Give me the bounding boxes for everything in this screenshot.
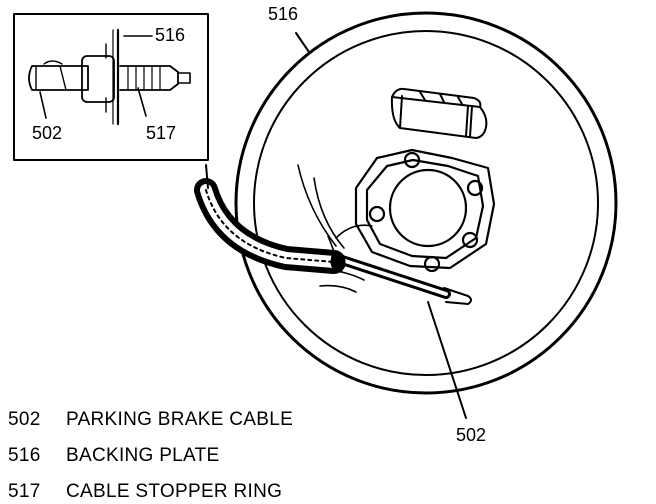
- hub-flange: [354, 148, 496, 273]
- callout-labels: 516 502 517 516 502: [32, 4, 486, 445]
- legend-part-number: 516: [8, 445, 41, 466]
- legend-row: 502 PARKING BRAKE CABLE: [8, 402, 448, 438]
- main-label-502: 502: [456, 425, 486, 445]
- legend-part-name: BACKING PLATE: [66, 445, 220, 466]
- legend-row: 516 BACKING PLATE: [8, 438, 448, 474]
- inset-detail-box: [13, 13, 209, 161]
- legend-part-number: 502: [8, 409, 41, 430]
- parts-legend: 502 PARKING BRAKE CABLE 516 BACKING PLAT…: [8, 402, 448, 504]
- legend-part-name: PARKING BRAKE CABLE: [66, 409, 294, 430]
- legend-row: 517 CABLE STOPPER RING: [8, 474, 448, 504]
- wheel-cylinder: [390, 87, 488, 139]
- main-label-516: 516: [268, 4, 298, 24]
- inset-label-516: 516: [155, 25, 185, 45]
- inset-label-517: 517: [146, 123, 176, 143]
- leader-lines: [205, 32, 467, 419]
- legend-part-number: 517: [8, 481, 41, 502]
- inset-label-502: 502: [32, 123, 62, 143]
- parking-brake-cable: [194, 178, 472, 305]
- backing-plate: [234, 11, 618, 395]
- legend-part-name: CABLE STOPPER RING: [66, 481, 283, 502]
